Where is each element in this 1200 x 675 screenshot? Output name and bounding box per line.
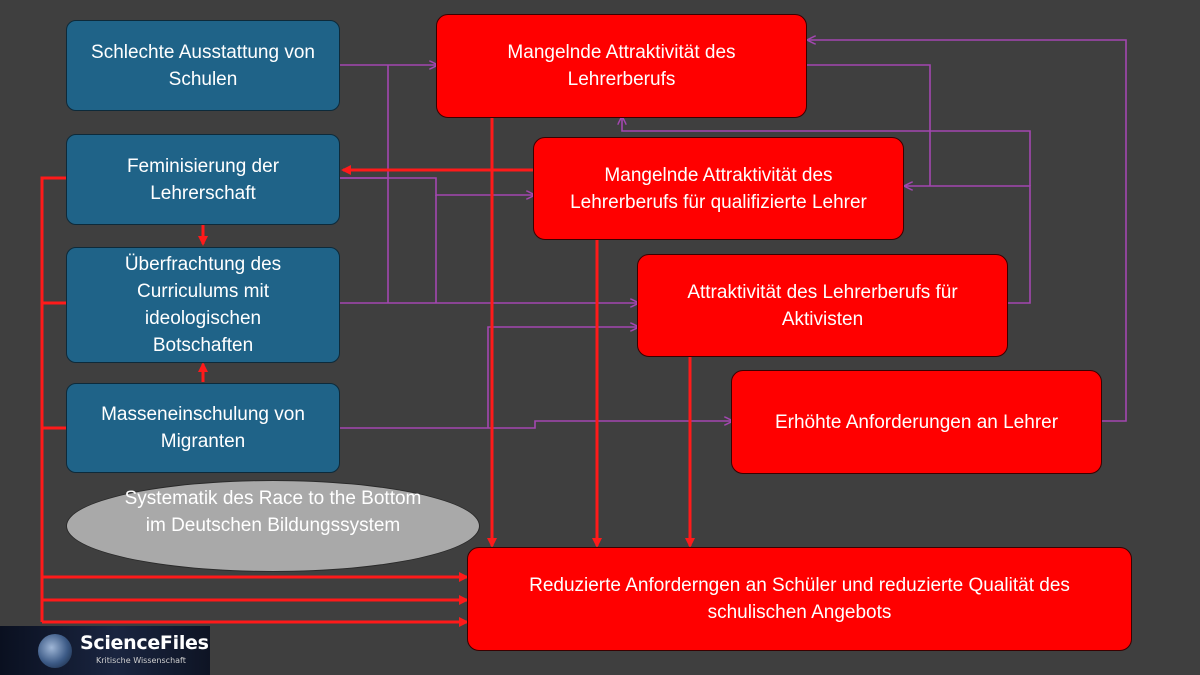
arrow-anforderungen-loop [809, 40, 1127, 422]
arrow-feminisierung-to-attraktivitaet [340, 65, 389, 179]
arrow-to-attraktivitaet-bottom [622, 118, 1031, 186]
box-result: Reduzierte Anforderngen an Schüler und r… [467, 547, 1132, 651]
arrow-attraktivitaet-right-loop [807, 64, 931, 186]
arrow-masseneinschulung-to-aktivisten [487, 327, 637, 428]
logo-tagline: Kritische Wissenschaft [96, 656, 186, 665]
box-attraktivitaet: Mangelnde Attraktivität des Lehrerberufs [436, 14, 807, 118]
box-ueberfrachtung: Überfrachtung des Curriculums mit ideolo… [66, 247, 340, 363]
globe-icon [38, 634, 72, 668]
box-anforderungen: Erhöhte Anforderungen an Lehrer [731, 370, 1102, 474]
red-left-bus [40, 176, 66, 622]
box-feminisierung: Feminisierung der Lehrerschaft [66, 134, 340, 225]
box-aktivisten: Attraktivität des Lehrerberufs für Aktiv… [637, 254, 1008, 357]
diagram-title-ellipse: Systematik des Race to the Bottom im Deu… [66, 480, 480, 572]
box-qualifizierte: Mangelnde Attraktivität des Lehrerberufs… [533, 137, 904, 240]
box-masseneinschulung: Masseneinschulung von Migranten [66, 383, 340, 473]
arrow-masseneinschulung-to-anforderungen [340, 421, 731, 429]
logo-title: ScienceFiles.org [80, 632, 210, 654]
arrow-feminisierung-to-qualifizierte [340, 177, 533, 195]
arrow-aktivisten-loop [906, 186, 1031, 304]
box-ausstattung: Schlechte Ausstattung von Schulen [66, 20, 340, 111]
sciencefiles-logo: ScienceFiles.org Kritische Wissenschaft [0, 626, 210, 675]
